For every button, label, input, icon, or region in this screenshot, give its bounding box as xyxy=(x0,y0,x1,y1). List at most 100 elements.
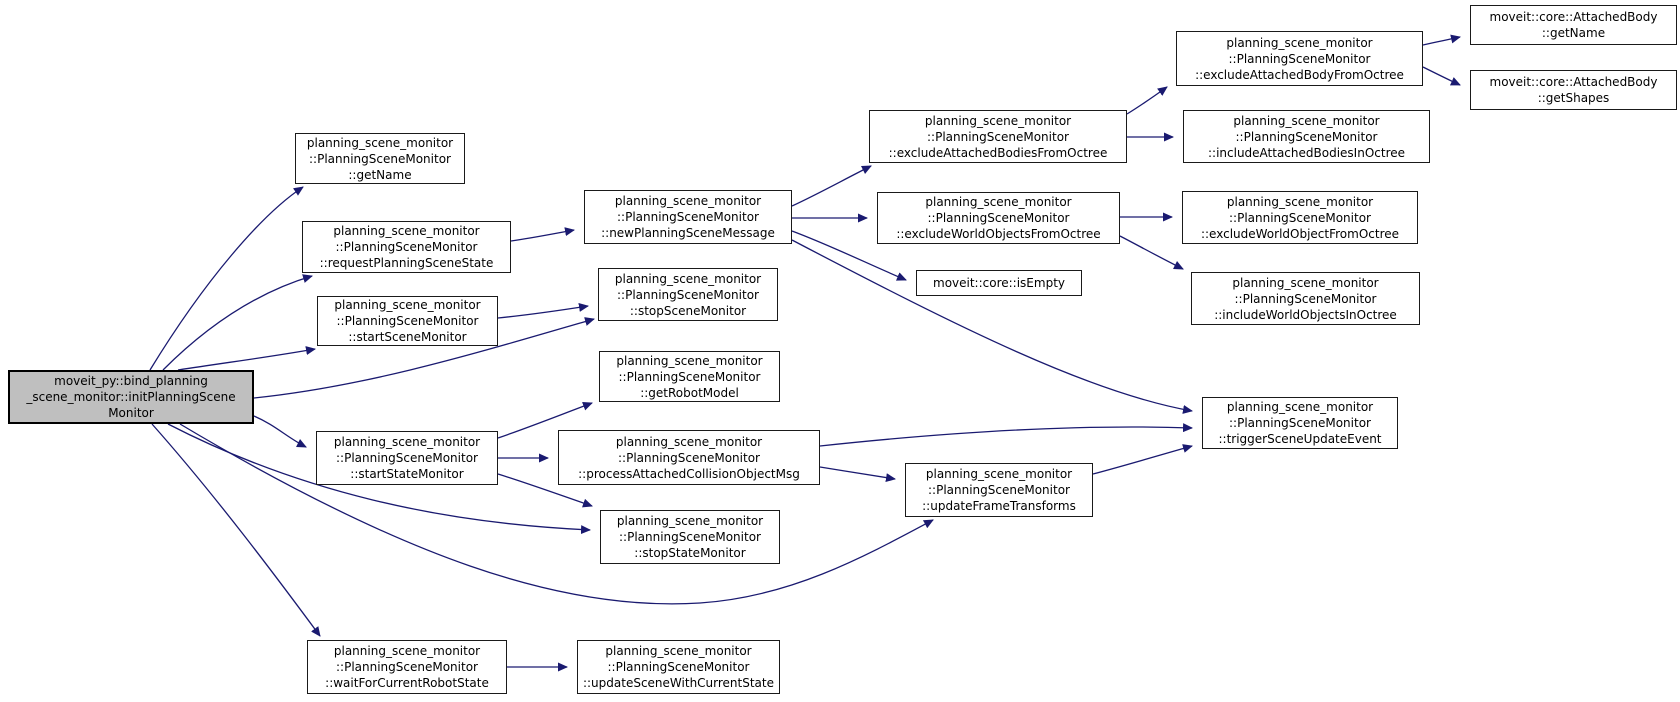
call-edge-new-planning-scene-message-to-exclude-attached-bodies-from-octree xyxy=(791,165,872,207)
node-label-line: ::PlanningSceneMonitor xyxy=(928,483,1070,497)
node-label-line: ::updateSceneWithCurrentState xyxy=(582,676,775,690)
node-label-line: ::startSceneMonitor xyxy=(348,330,467,344)
node-label-line: ::PlanningSceneMonitor xyxy=(1234,291,1377,306)
graph-node-wait-for-current-robot-state[interactable]: planning_scene_monitor::PlanningSceneMon… xyxy=(307,640,507,694)
call-edge-exclude-attached-body-from-octree-to-attached-body-get-shapes xyxy=(1422,66,1461,86)
node-label-line: ::PlanningSceneMonitor xyxy=(617,287,759,302)
node-label-line: ::PlanningSceneMonitor xyxy=(927,129,1069,144)
call-edge-init-to-start-scene-monitor xyxy=(177,346,316,371)
node-label-line: planning_scene_monitor xyxy=(614,271,762,286)
node-label-line: planning_scene_monitor xyxy=(605,644,752,658)
call-edge-init-to-wait-for-current-robot-state xyxy=(151,423,321,637)
call-edge-init-to-psm-get-name xyxy=(149,186,304,371)
call-edge-request-planning-scene-state-to-new-planning-scene-message xyxy=(510,227,575,242)
graph-node-trigger-scene-update-event[interactable]: planning_scene_monitor::PlanningSceneMon… xyxy=(1202,397,1398,449)
node-label-line: ::PlanningSceneMonitor xyxy=(309,151,451,166)
call-edge-update-frame-transforms-to-trigger-scene-update-event xyxy=(1092,444,1193,475)
call-edge-process-attached-collision-object-msg-to-update-frame-transforms xyxy=(819,466,896,483)
node-label-line: ::getRobotModel xyxy=(640,385,739,400)
graph-node-get-robot-model[interactable]: planning_scene_monitor::PlanningSceneMon… xyxy=(599,351,780,402)
call-edge-exclude-attached-body-from-octree-to-attached-body-get-name xyxy=(1422,34,1461,46)
node-label-line: planning_scene_monitor xyxy=(1226,194,1374,209)
node-label-line: ::PlanningSceneMonitor xyxy=(927,211,1070,225)
call-edge-start-state-monitor-to-stop-state-monitor xyxy=(497,473,593,508)
graph-node-exclude-attached-body-from-octree[interactable]: planning_scene_monitor::PlanningSceneMon… xyxy=(1176,31,1423,86)
node-label-line: ::PlanningSceneMonitor xyxy=(336,314,479,328)
node-label-line: Monitor xyxy=(108,406,154,420)
node-label-line: ::startStateMonitor xyxy=(350,467,464,481)
node-label-line: ::PlanningSceneMonitor xyxy=(607,660,750,674)
node-label-line: ::PlanningSceneMonitor xyxy=(1229,416,1371,430)
node-label-line: planning_scene_monitor xyxy=(925,195,1072,209)
graph-node-include-attached-bodies-in-octree[interactable]: planning_scene_monitor::PlanningSceneMon… xyxy=(1183,110,1430,163)
graph-node-exclude-attached-bodies-from-octree[interactable]: planning_scene_monitor::PlanningSceneMon… xyxy=(869,110,1127,163)
node-label-line: planning_scene_monitor xyxy=(1233,113,1380,128)
node-label-line: ::updateFrameTransforms xyxy=(922,499,1076,513)
node-label-line: ::triggerSceneUpdateEvent xyxy=(1218,432,1382,446)
node-label-line: moveit::core::AttachedBody xyxy=(1489,75,1658,89)
graph-node-stop-scene-monitor[interactable]: planning_scene_monitor::PlanningSceneMon… xyxy=(598,268,778,321)
node-label-line: planning_scene_monitor xyxy=(1226,400,1374,414)
node-label-line: planning_scene_monitor xyxy=(1226,35,1373,50)
node-label-line: ::newPlanningSceneMessage xyxy=(601,226,775,240)
graph-node-attached-body-get-shapes[interactable]: moveit::core::AttachedBody::getShapes xyxy=(1470,70,1677,110)
node-label-line: ::PlanningSceneMonitor xyxy=(1229,210,1371,225)
call-edge-init-to-request-planning-scene-state xyxy=(162,274,313,371)
node-label-line: ::getName xyxy=(348,167,412,182)
graph-node-start-scene-monitor[interactable]: planning_scene_monitor::PlanningSceneMon… xyxy=(317,296,498,346)
node-label-line: ::PlanningSceneMonitor xyxy=(335,240,478,254)
graph-node-start-state-monitor[interactable]: planning_scene_monitor::PlanningSceneMon… xyxy=(316,431,498,485)
graph-node-new-planning-scene-message[interactable]: planning_scene_monitor::PlanningSceneMon… xyxy=(584,190,792,244)
call-edge-init-to-stop-state-monitor xyxy=(167,423,591,535)
node-label-line: ::getShapes xyxy=(1537,91,1610,105)
node-label-line: ::PlanningSceneMonitor xyxy=(619,530,761,544)
node-label-line: ::PlanningSceneMonitor xyxy=(336,451,478,465)
node-label-line: moveit::core::AttachedBody xyxy=(1489,10,1658,24)
graph-node-process-attached-collision-object-msg[interactable]: planning_scene_monitor::PlanningSceneMon… xyxy=(558,430,820,485)
node-label-line: planning_scene_monitor xyxy=(616,514,764,528)
node-label-line: ::PlanningSceneMonitor xyxy=(617,210,759,224)
call-edge-init-to-update-frame-transforms xyxy=(179,423,934,605)
graph-node-is-empty[interactable]: moveit::core::isEmpty xyxy=(916,270,1082,296)
node-label-line: ::excludeAttachedBodyFromOctree xyxy=(1195,67,1404,82)
node-label-line: planning_scene_monitor xyxy=(1232,275,1379,290)
node-label-line: planning_scene_monitor xyxy=(333,644,481,658)
node-label-line: planning_scene_monitor xyxy=(615,434,763,449)
graph-node-request-planning-scene-state[interactable]: planning_scene_monitor::PlanningSceneMon… xyxy=(302,221,511,273)
node-label-line: ::PlanningSceneMonitor xyxy=(336,660,478,674)
node-label-line: ::stopSceneMonitor xyxy=(629,303,747,318)
node-label-line: ::PlanningSceneMonitor xyxy=(618,450,760,465)
node-label-line: ::excludeWorldObjectsFromOctree xyxy=(896,227,1101,241)
call-edge-init-to-start-state-monitor xyxy=(253,415,307,448)
node-label-line: planning_scene_monitor xyxy=(925,467,1073,481)
node-label-line: ::PlanningSceneMonitor xyxy=(1228,51,1371,66)
graph-node-update-frame-transforms[interactable]: planning_scene_monitor::PlanningSceneMon… xyxy=(905,463,1093,517)
call-edge-new-planning-scene-message-to-is-empty xyxy=(791,230,907,281)
node-label-line: ::PlanningSceneMonitor xyxy=(1235,129,1378,144)
graph-node-exclude-world-objects-from-octree[interactable]: planning_scene_monitor::PlanningSceneMon… xyxy=(877,192,1120,244)
node-label-line: planning_scene_monitor xyxy=(614,194,762,208)
node-label-line: ::waitForCurrentRobotState xyxy=(325,676,489,690)
graph-node-include-world-objects-in-octree[interactable]: planning_scene_monitor::PlanningSceneMon… xyxy=(1191,272,1420,325)
graph-node-attached-body-get-name[interactable]: moveit::core::AttachedBody::getName xyxy=(1470,5,1677,45)
graph-node-exclude-world-object-from-octree[interactable]: planning_scene_monitor::PlanningSceneMon… xyxy=(1182,191,1418,244)
node-label-line: ::PlanningSceneMonitor xyxy=(618,369,761,384)
node-label-line: planning_scene_monitor xyxy=(334,298,481,312)
node-label-line: ::stopStateMonitor xyxy=(634,546,746,560)
call-edge-start-scene-monitor-to-stop-scene-monitor xyxy=(497,302,589,319)
node-label-line: planning_scene_monitor xyxy=(924,113,1072,128)
node-label-line: moveit_py::bind_planning xyxy=(54,374,208,388)
call-edge-start-state-monitor-to-get-robot-model xyxy=(497,401,593,439)
node-label-line: planning_scene_monitor xyxy=(333,435,481,449)
graph-node-update-scene-with-current-state[interactable]: planning_scene_monitor::PlanningSceneMon… xyxy=(577,640,780,694)
call-edge-exclude-attached-bodies-from-octree-to-exclude-attached-body-from-octree xyxy=(1126,86,1168,115)
node-label-line: _scene_monitor::initPlanningScene xyxy=(26,390,236,404)
call-edge-process-attached-collision-object-msg-to-trigger-scene-update-event xyxy=(819,423,1193,447)
node-label-line: ::requestPlanningSceneState xyxy=(319,256,494,270)
graph-node-stop-state-monitor[interactable]: planning_scene_monitor::PlanningSceneMon… xyxy=(600,510,780,564)
graph-node-psm-get-name[interactable]: planning_scene_monitor::PlanningSceneMon… xyxy=(295,133,465,184)
node-label-line: ::excludeAttachedBodiesFromOctree xyxy=(888,145,1108,160)
node-label-line: ::excludeWorldObjectFromOctree xyxy=(1200,226,1400,241)
node-label-line: planning_scene_monitor xyxy=(306,135,454,150)
